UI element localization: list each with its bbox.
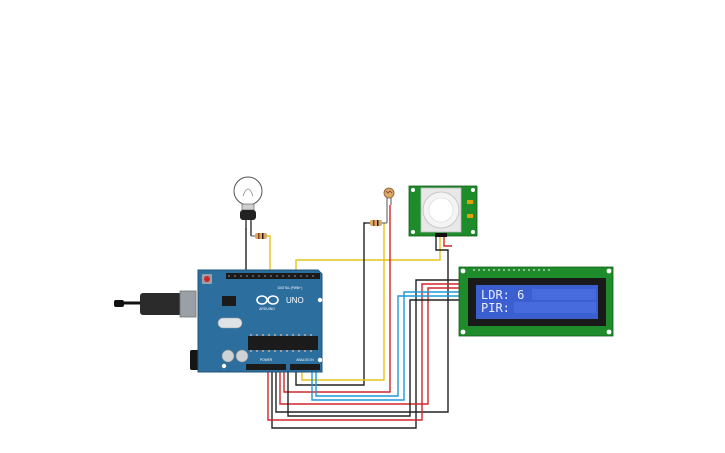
lcd-display[interactable]: LDR: 6 PIR: (458, 266, 614, 337)
usb-cable[interactable] (114, 290, 197, 318)
photoresistor[interactable] (383, 187, 395, 223)
lamp-resistor[interactable] (251, 233, 267, 239)
wires (245, 205, 462, 429)
power-header (246, 364, 286, 370)
wire-yellow-ldr[interactable] (301, 223, 385, 381)
board-body (197, 269, 323, 373)
board-brand: ARDUINO (259, 307, 275, 311)
analog-header (290, 364, 320, 370)
light-bulb[interactable] (233, 176, 263, 236)
wire-blue-lcd-1[interactable] (311, 291, 462, 401)
digital-label: DIGITAL (PWM~) (278, 286, 303, 290)
microcontroller-chip (248, 336, 318, 350)
wire-black-pir[interactable] (275, 236, 449, 413)
power-label: POWER (260, 358, 273, 362)
wire-red-pir[interactable] (443, 236, 452, 247)
lcd-line-2: PIR: (481, 301, 510, 315)
arduino-uno-board[interactable]: DIGITAL (PWM~) UNO ARDUINO (197, 269, 323, 373)
capacitor-icon (221, 349, 235, 363)
arduino-logo-icon (256, 295, 279, 305)
wire-red-ldr[interactable] (283, 205, 391, 393)
pir-sensor[interactable] (408, 185, 478, 237)
lcd-line-1: LDR: 6 (481, 288, 524, 302)
ldr-head-icon (383, 187, 395, 199)
wire-black-lcd-2[interactable] (287, 299, 462, 417)
wire-yellow-pir[interactable] (295, 236, 441, 276)
ldr-resistor[interactable] (366, 220, 387, 226)
wire-red-lcd-1[interactable] (267, 283, 462, 421)
wire-blue-lcd-2[interactable] (315, 295, 462, 397)
board-name: UNO (286, 296, 304, 305)
capacitor-icon (235, 349, 249, 363)
bulb-glass-icon (233, 176, 263, 206)
digital-header (226, 273, 320, 279)
wire-black-lcd-1[interactable] (271, 279, 462, 429)
analog-label: ANALOG IN (296, 358, 314, 362)
wire-red-lcd-2[interactable] (279, 287, 462, 405)
